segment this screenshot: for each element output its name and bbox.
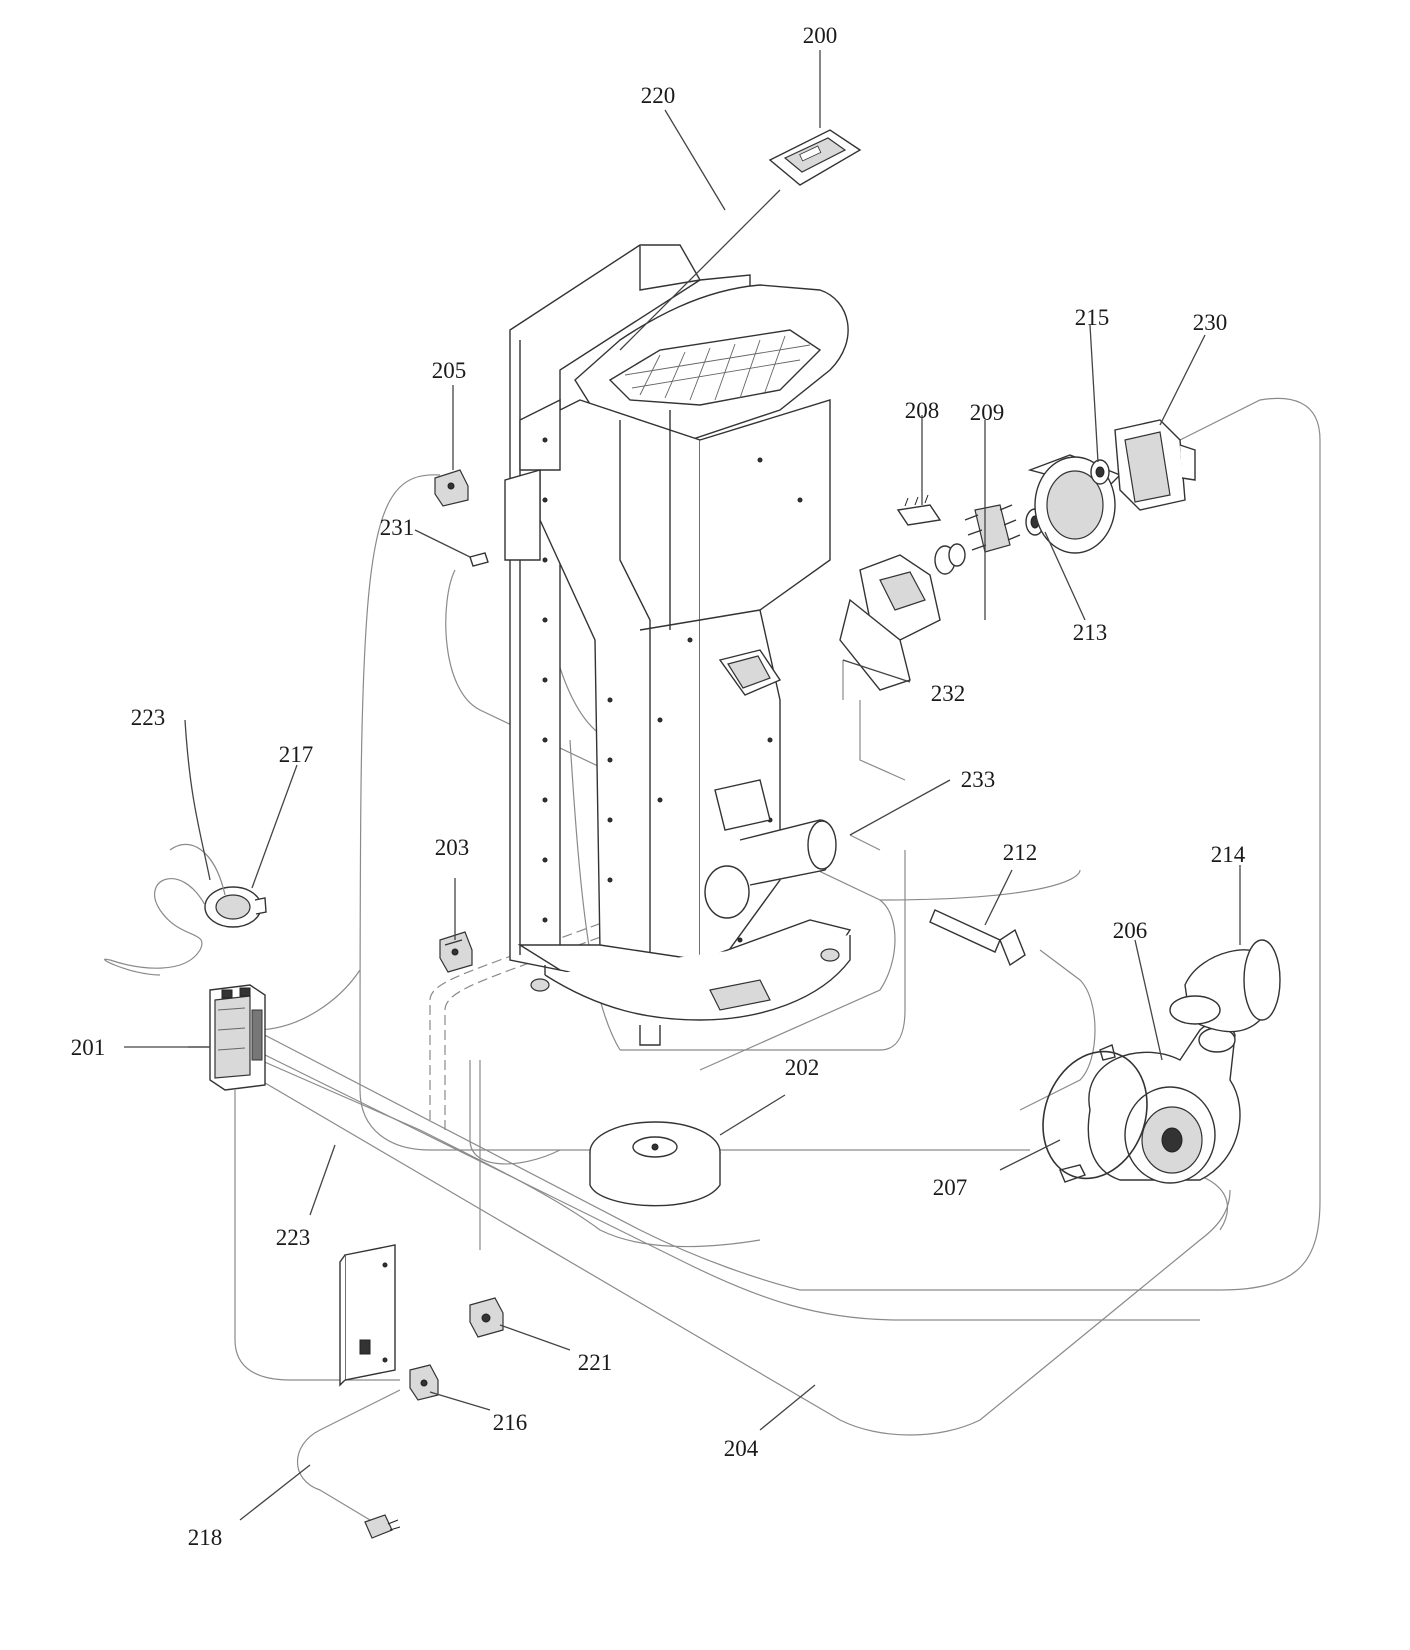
part-215-collar [1090, 459, 1110, 485]
label-207: 207 [933, 1175, 968, 1200]
label-214: 214 [1211, 842, 1246, 867]
label-223-bottom: 223 [276, 1225, 311, 1250]
label-232: 232 [931, 681, 966, 706]
label-201: 201 [71, 1035, 106, 1060]
part-221-switch [469, 1297, 504, 1338]
label-206: 206 [1113, 918, 1148, 943]
label-231: 231 [380, 515, 415, 540]
label-200: 200 [803, 23, 838, 48]
label-230: 230 [1193, 310, 1228, 335]
part-200-control-panel [768, 129, 862, 186]
label-212: 212 [1003, 840, 1038, 865]
label-217: 217 [279, 742, 314, 767]
part-208-bracket [896, 494, 942, 526]
part-207-gasket [1042, 1050, 1148, 1180]
label-220: 220 [641, 83, 676, 108]
label-216: 216 [493, 1410, 528, 1435]
part-217-pressure-switch [204, 886, 267, 928]
part-labels: 200 220 205 231 208 209 215 230 213 232 … [71, 23, 1246, 1550]
part-209-impeller [964, 504, 1021, 553]
part-205-switch [434, 469, 469, 507]
leader-lines [124, 50, 1241, 1521]
label-205: 205 [432, 358, 467, 383]
label-213: 213 [1073, 620, 1108, 645]
part-206-blower [1059, 1022, 1241, 1184]
label-204: 204 [724, 1436, 759, 1461]
wiring-harness [234, 339, 1321, 1521]
label-209: 209 [970, 400, 1005, 425]
part-216-socket [409, 1364, 439, 1401]
label-203: 203 [435, 835, 470, 860]
part-231-sensor [469, 552, 489, 567]
part-201-control-board [209, 984, 266, 1091]
label-202: 202 [785, 1055, 820, 1080]
part-202-round-plate [589, 1121, 721, 1207]
stove-body [504, 244, 852, 1046]
label-215: 215 [1075, 305, 1110, 330]
part-214-elbow [1169, 939, 1281, 1033]
part-233-wire [849, 834, 881, 851]
label-218: 218 [188, 1525, 223, 1550]
label-233: 233 [961, 767, 996, 792]
part-223-coiled-tube [104, 843, 226, 976]
part-212-tube [929, 909, 1026, 967]
label-223-top: 223 [131, 705, 166, 730]
label-208: 208 [905, 398, 940, 423]
part-203-switch [439, 931, 473, 973]
part-mounting-plate [339, 1244, 396, 1387]
part-auger-assembly [839, 545, 956, 691]
part-230-gear-motor [1114, 419, 1196, 511]
part-218-plug [364, 1514, 401, 1539]
label-221: 221 [578, 1350, 613, 1375]
